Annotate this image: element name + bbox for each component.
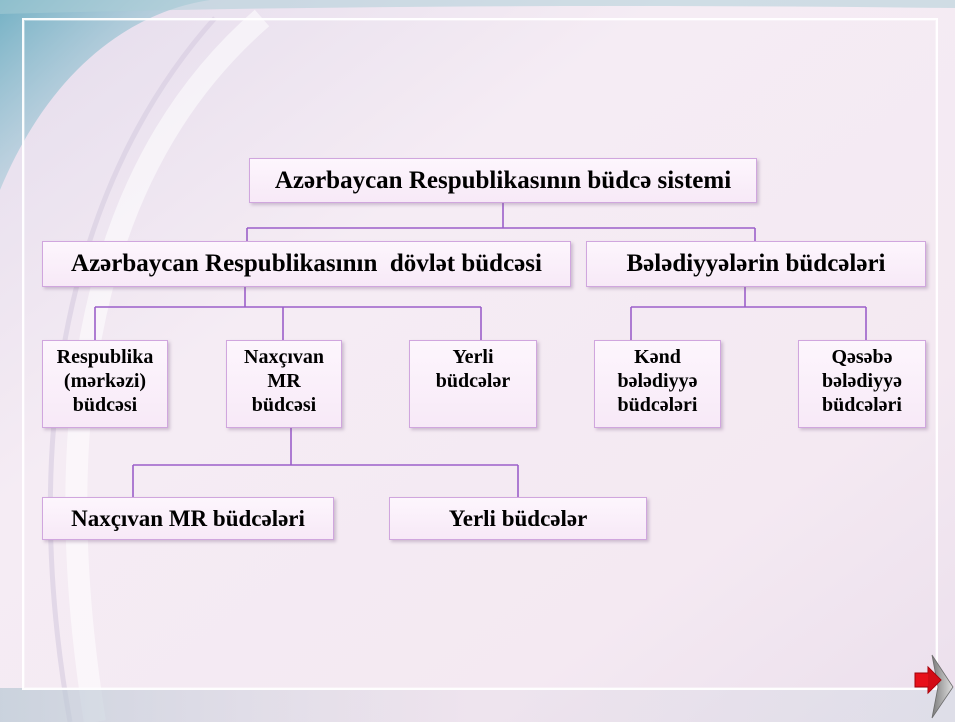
nakhchivan-sub-budgets-box: Naxçıvan MR büdcələri [42, 497, 334, 540]
village-municipal-budgets-line: Kənd [634, 346, 681, 368]
budget-system-root-box: Azərbaycan Respublikasının büdcə sistemi [249, 158, 757, 203]
village-municipal-budgets-line: büdcələri [617, 394, 698, 416]
municipal-budgets-label: Bələdiyyələrin büdcələri [626, 250, 886, 277]
local-budgets-line: büdcələr [435, 370, 511, 392]
village-municipal-budgets-box: Kənd bələdiyyə büdcələri [594, 340, 721, 428]
nakhchivan-local-budgets-box: Yerli büdcələr [389, 497, 647, 540]
republic-central-budget-line: büdcəsi [72, 394, 138, 416]
nakhchivan-budget-line: MR [267, 370, 301, 392]
slide-frame [22, 18, 938, 690]
nakhchivan-local-budgets-label: Yerli büdcələr [448, 505, 588, 531]
local-budgets-box: Yerli büdcələr [409, 340, 537, 428]
nakhchivan-budget-box: Naxçıvan MR büdcəsi [226, 340, 342, 428]
nakhchivan-budget-line: büdcəsi [251, 394, 317, 416]
municipal-budgets-box: Bələdiyyələrin büdcələri [586, 241, 926, 287]
budget-system-root-label: Azərbaycan Respublikasının büdcə sistemi [274, 166, 732, 194]
republic-central-budget-box: Respublika (mərkəzi) büdcəsi [42, 340, 168, 428]
local-budgets-line: Yerli [452, 346, 494, 368]
state-budget-box: Azərbaycan Respublikasının dövlət büdcəs… [42, 241, 571, 287]
next-slide-arrow-icon[interactable] [912, 652, 954, 720]
republic-central-budget-line: (mərkəzi) [63, 370, 147, 392]
republic-central-budget-line: Respublika [56, 346, 154, 368]
nakhchivan-sub-budgets-label: Naxçıvan MR büdcələri [71, 505, 305, 531]
village-municipal-budgets-line: bələdiyyə [617, 370, 698, 392]
settlement-municipal-budgets-line: bələdiyyə [822, 370, 902, 392]
nakhchivan-budget-line: Naxçıvan [244, 346, 324, 368]
settlement-municipal-budgets-box: Qəsəbə bələdiyyə büdcələri [798, 340, 926, 428]
settlement-municipal-budgets-line: Qəsəbə [831, 346, 893, 368]
state-budget-label: Azərbaycan Respublikasının dövlət büdcəs… [71, 250, 542, 277]
settlement-municipal-budgets-line: büdcələri [822, 394, 902, 416]
